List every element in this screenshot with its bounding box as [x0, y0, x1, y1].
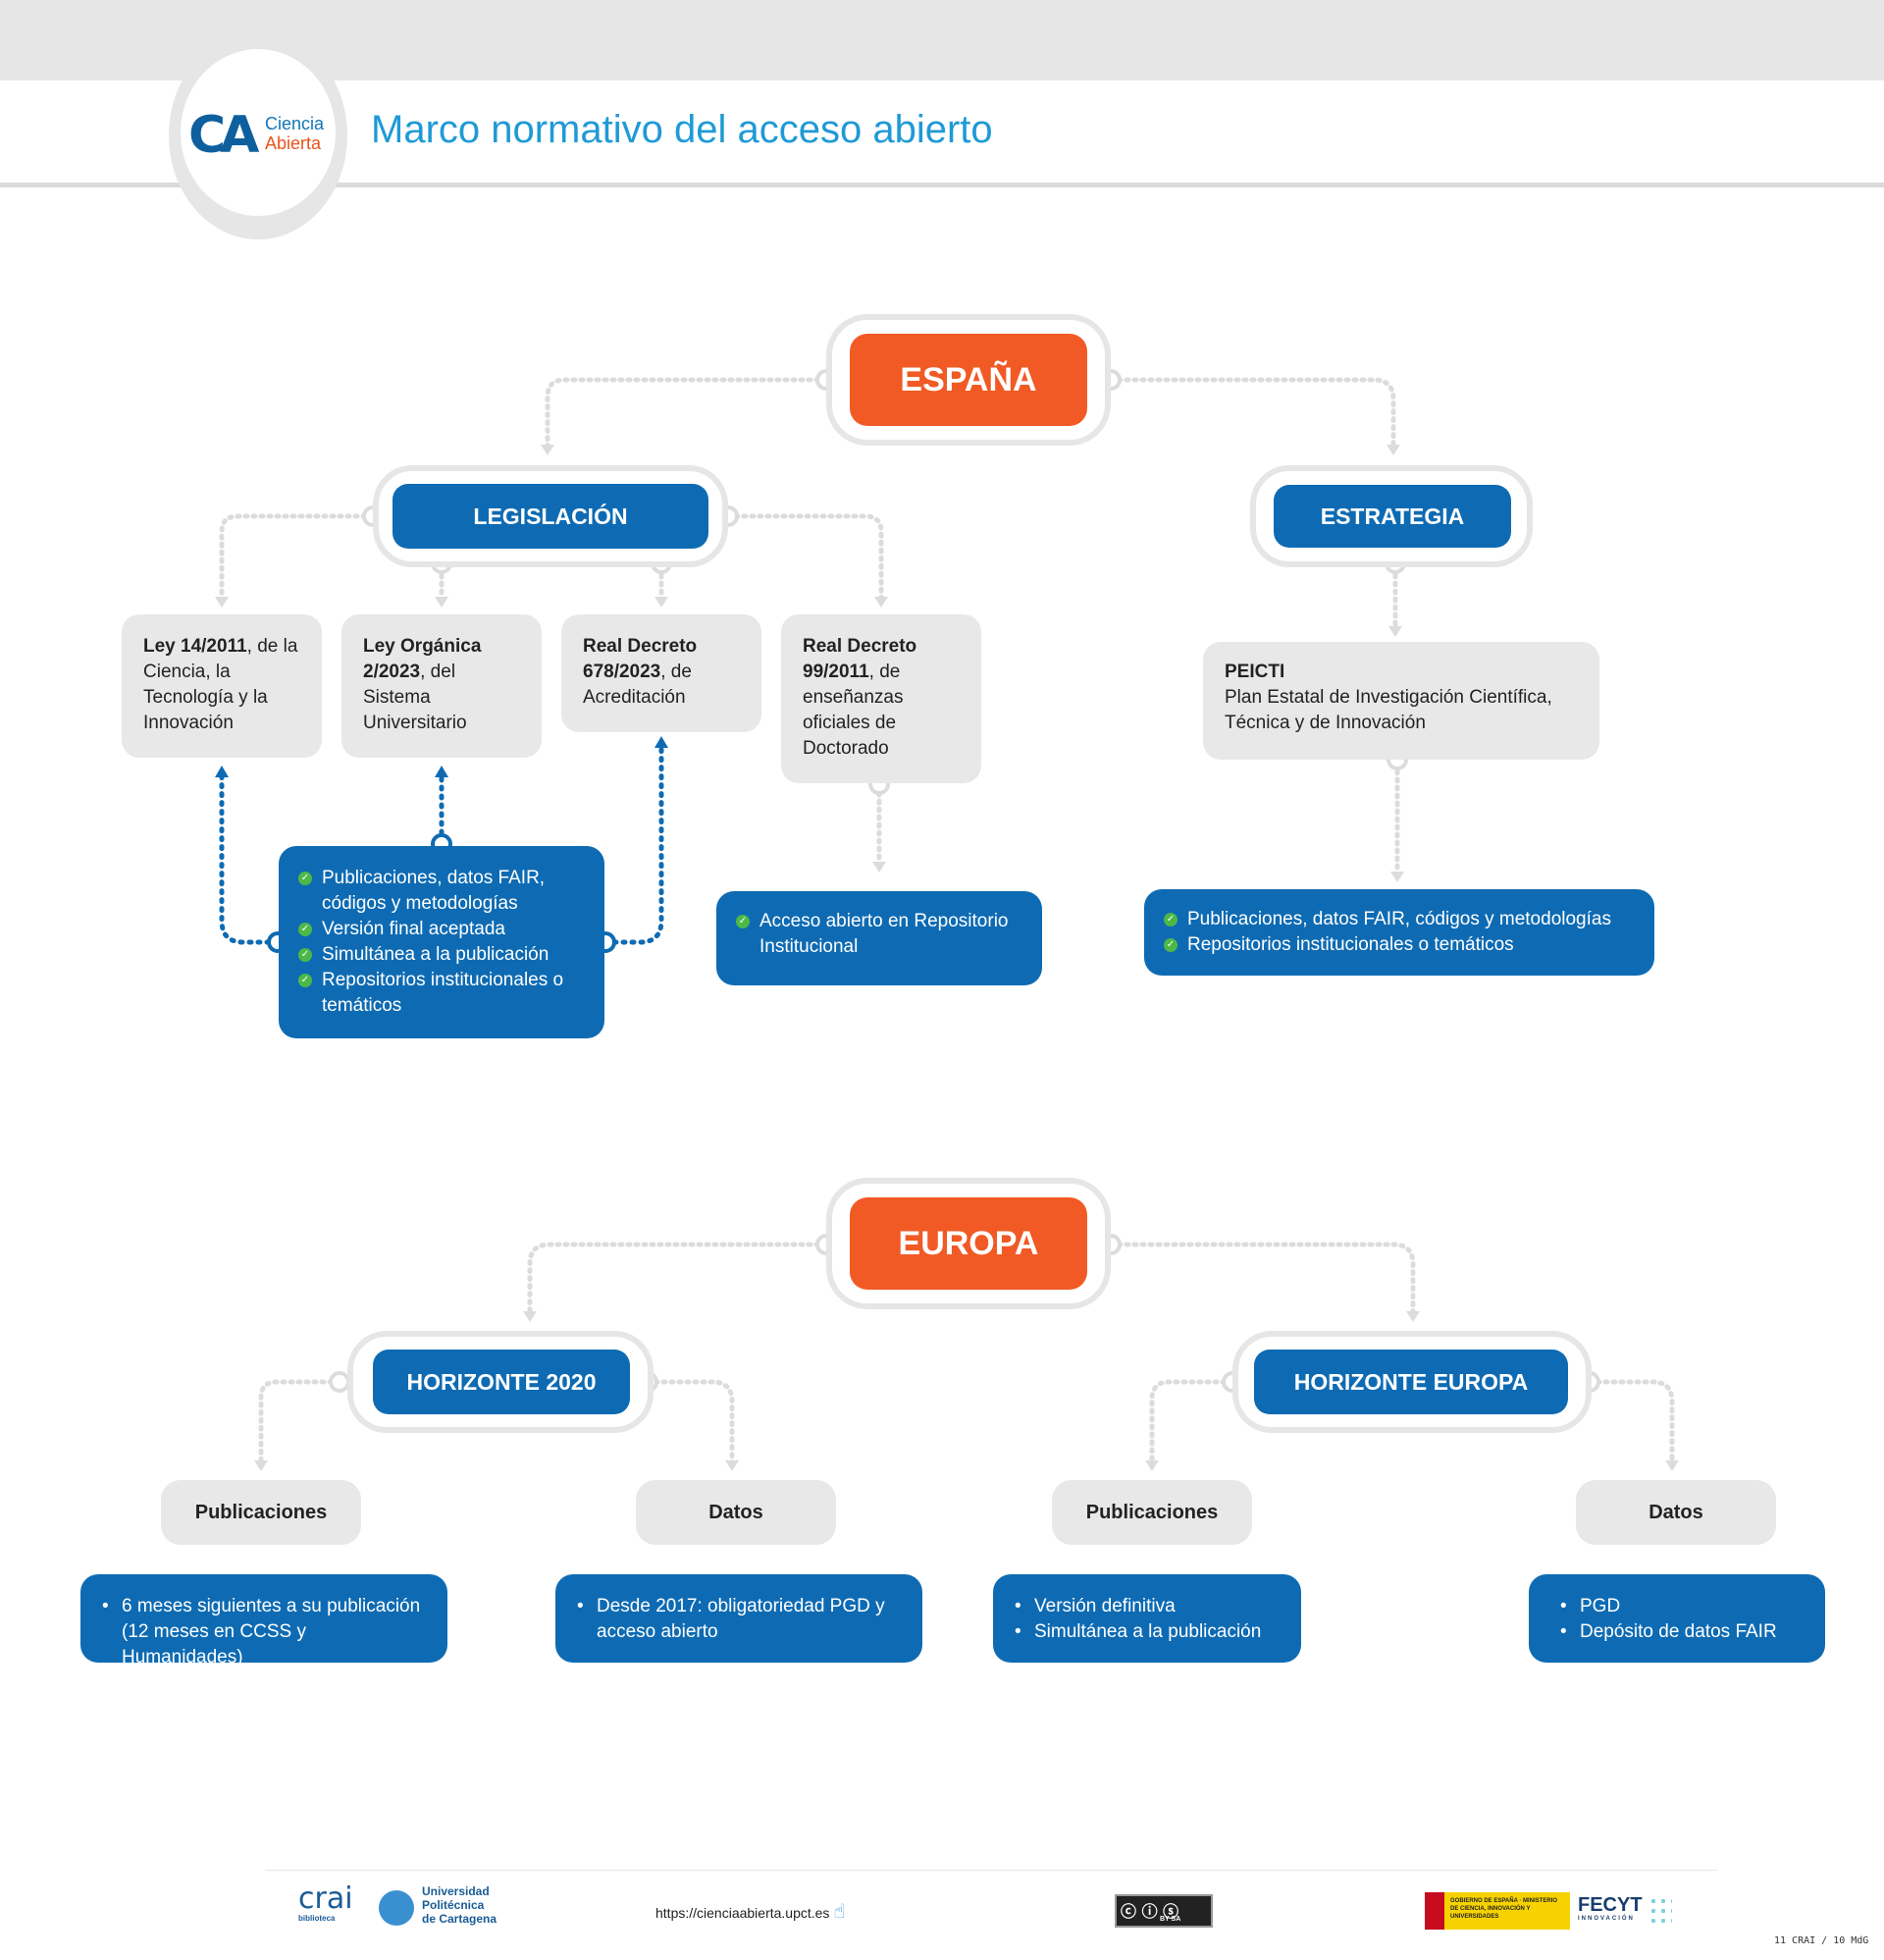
- strategy-node: ESTRATEGIA: [1274, 485, 1511, 548]
- legislation-node: LEGISLACIÓN: [392, 484, 708, 549]
- doctorate-requirements-box: Acceso abierto en Repositorio Institucio…: [716, 891, 1042, 985]
- legislation-req-3: Simultánea a la publicación: [298, 942, 585, 968]
- h2020-data-item-1: Desde 2017: obligatoriedad PGD y acceso …: [573, 1594, 903, 1645]
- peicti-box: PEICTI Plan Estatal de Investigación Cie…: [1203, 642, 1599, 760]
- he-data-label: Datos: [1576, 1480, 1776, 1545]
- cc-icon: ⓒ ⓘ ⓢ: [1121, 1902, 1179, 1921]
- strategy-req-2: Repositorios institucionales o temáticos: [1164, 932, 1635, 958]
- cc-license-text: BY SA: [1160, 1916, 1181, 1923]
- strategy-requirements-box: Publicaciones, datos FAIR, códigos y met…: [1144, 889, 1654, 976]
- strategy-req-1: Publicaciones, datos FAIR, códigos y met…: [1164, 907, 1635, 932]
- crai-logo-text: crai: [298, 1881, 353, 1916]
- upct-line-1: Universidad: [422, 1884, 490, 1898]
- upct-line-2: Politécnica: [422, 1898, 485, 1912]
- doctorate-req-1: Acceso abierto en Repositorio Institucio…: [736, 909, 1022, 960]
- law-3-title: Real Decreto 678/2023: [583, 636, 698, 682]
- pointer-hand-icon: ☝: [833, 1899, 846, 1923]
- law-2-title: Ley Orgánica 2/2023: [363, 636, 482, 682]
- h2020-publications-box: 6 meses siguientes a su publicación (12 …: [80, 1574, 447, 1668]
- h2020-node: HORIZONTE 2020: [373, 1350, 630, 1414]
- crai-logo: crai biblioteca: [298, 1884, 357, 1943]
- spain-flag-icon: [1425, 1892, 1444, 1930]
- h2020-publications-label: Publicaciones: [161, 1480, 361, 1545]
- logo-text: Ciencia Abierta: [265, 114, 324, 153]
- peicti-desc: Plan Estatal de Investigación Científica…: [1225, 687, 1552, 733]
- legislation-req-2: Versión final aceptada: [298, 917, 585, 942]
- law-3-desc: , de Acreditación: [583, 662, 692, 708]
- logo-line-2: Abierta: [265, 133, 322, 153]
- ciencia-abierta-logo: CA: [188, 106, 259, 165]
- spain-node: ESPAÑA: [850, 334, 1087, 426]
- logo-badge: [181, 49, 336, 216]
- upct-line-3: de Cartagena: [422, 1912, 497, 1926]
- he-pub-item-1: Versión definitiva: [1011, 1594, 1282, 1619]
- law-4-desc: , de enseñanzas oficiales de Doctorado: [803, 662, 904, 759]
- law-box-3: Real Decreto 678/2023, de Acreditación: [561, 614, 761, 732]
- he-publications-box: Versión definitiva Simultánea a la publi…: [993, 1574, 1301, 1663]
- legislation-req-1: Publicaciones, datos FAIR, códigos y met…: [298, 866, 585, 917]
- legislation-req-4: Repositorios institucionales o temáticos: [298, 968, 585, 1019]
- upct-logo: Universidad Politécnica de Cartagena: [379, 1884, 516, 1943]
- he-data-item-2: Depósito de datos FAIR: [1556, 1619, 1806, 1645]
- government-text: GOBIERNO DE ESPAÑA · MINISTERIO DE CIENC…: [1450, 1898, 1558, 1920]
- law-box-4: Real Decreto 99/2011, de enseñanzas ofic…: [781, 614, 981, 783]
- fecyt-text: FECYT: [1578, 1894, 1643, 1916]
- law-box-1: Ley 14/2011, de la Ciencia, la Tecnologí…: [122, 614, 322, 758]
- website-link[interactable]: https://cienciaabierta.upct.es ☝: [655, 1899, 901, 1958]
- header-divider: [0, 183, 1884, 187]
- h2020-data-box: Desde 2017: obligatoriedad PGD y acceso …: [555, 1574, 922, 1663]
- peicti-title: PEICTI: [1225, 662, 1285, 682]
- he-pub-item-2: Simultánea a la publicación: [1011, 1619, 1282, 1645]
- government-logo: GOBIERNO DE ESPAÑA · MINISTERIO DE CIENC…: [1425, 1892, 1570, 1930]
- crai-logo-sub: biblioteca: [298, 1914, 336, 1923]
- logo-line-1: Ciencia: [265, 114, 325, 133]
- he-data-box: PGD Depósito de datos FAIR: [1529, 1574, 1825, 1663]
- law-4-title: Real Decreto 99/2011: [803, 636, 917, 682]
- fecyt-sub: INNOVACIÓN: [1578, 1916, 1635, 1922]
- fecyt-logo: FECYT INNOVACIÓN: [1578, 1894, 1676, 1953]
- website-url[interactable]: https://cienciaabierta.upct.es: [655, 1905, 830, 1921]
- cc-license-badge[interactable]: ⓒ ⓘ ⓢ BY SA: [1115, 1894, 1213, 1928]
- law-2-desc: , del Sistema Universitario: [363, 662, 467, 733]
- he-publications-label: Publicaciones: [1052, 1480, 1252, 1545]
- upct-emblem-icon: [379, 1890, 414, 1926]
- document-code: 11 CRAI / 10 MdG: [1774, 1935, 1869, 1946]
- h2020-pub-item-1: 6 meses siguientes a su publicación (12 …: [98, 1594, 428, 1670]
- h2020-data-label: Datos: [636, 1480, 836, 1545]
- law-1-desc: , de la Ciencia, la Tecnología y la Inno…: [143, 636, 298, 733]
- legislation-requirements-box: Publicaciones, datos FAIR, códigos y met…: [279, 846, 604, 1038]
- europe-node: EUROPA: [850, 1197, 1087, 1290]
- page-title: Marco normativo del acceso abierto: [371, 108, 993, 151]
- he-data-item-1: PGD: [1556, 1594, 1806, 1619]
- horizon-europe-node: HORIZONTE EUROPA: [1254, 1350, 1568, 1414]
- law-1-title: Ley 14/2011: [143, 636, 247, 657]
- footer-divider: [265, 1870, 1717, 1871]
- law-box-2: Ley Orgánica 2/2023, del Sistema Univers…: [341, 614, 542, 758]
- fecyt-dots-icon: [1648, 1896, 1672, 1924]
